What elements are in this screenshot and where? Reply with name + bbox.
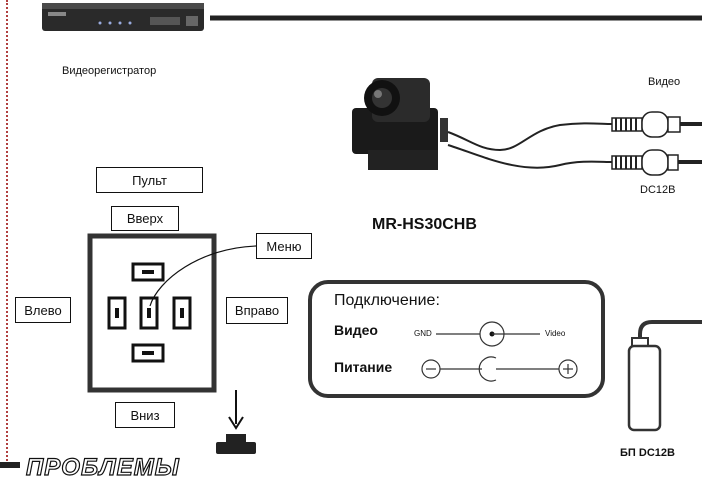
camera-model-label: MR-HS30CHB: [372, 216, 477, 233]
connection-title: Подключение:: [334, 292, 440, 309]
left-button: [107, 296, 127, 330]
camera-icon: [352, 78, 448, 170]
remote-body: [87, 233, 217, 393]
up-button: [131, 262, 165, 282]
psu-cable: [638, 320, 702, 340]
center-button: [139, 296, 159, 330]
right-label: Вправо: [226, 297, 288, 324]
remote-title-label: Пульт: [96, 167, 203, 193]
down-label: Вниз: [115, 402, 175, 428]
connection-video-label: Видео: [334, 322, 378, 338]
footer-heading: ПРОБЛЕМЫ: [25, 453, 180, 481]
camera-power-wire: [447, 144, 613, 169]
left-label: Влево: [15, 297, 71, 323]
menu-label: Меню: [256, 233, 312, 259]
connection-panel: [308, 280, 605, 398]
press-button-icon: [226, 434, 246, 442]
camera-video-wire: [447, 122, 613, 152]
page-margin-line: [6, 0, 8, 468]
gnd-label: GND: [414, 329, 432, 338]
psu-icon: [627, 344, 662, 432]
right-button: [172, 296, 192, 330]
video-cable-label: Видео: [648, 76, 681, 88]
connection-power-label: Питание: [334, 359, 393, 375]
video-connector-icon: [611, 111, 702, 138]
power-plug-icon: [478, 356, 497, 382]
wiring-diagram: [0, 3, 702, 468]
video-pin-label: Video: [545, 329, 566, 338]
dvr-device-icon: [42, 3, 204, 31]
up-label: Вверх: [111, 206, 179, 231]
psu-label: БП DC12B: [620, 447, 675, 459]
menu-leader-line: [149, 245, 257, 307]
dvr-label: Видеорегистратор: [62, 65, 157, 77]
power-cable-label: DC12B: [640, 184, 676, 196]
down-button: [131, 343, 165, 363]
power-connector-icon: [611, 149, 702, 176]
